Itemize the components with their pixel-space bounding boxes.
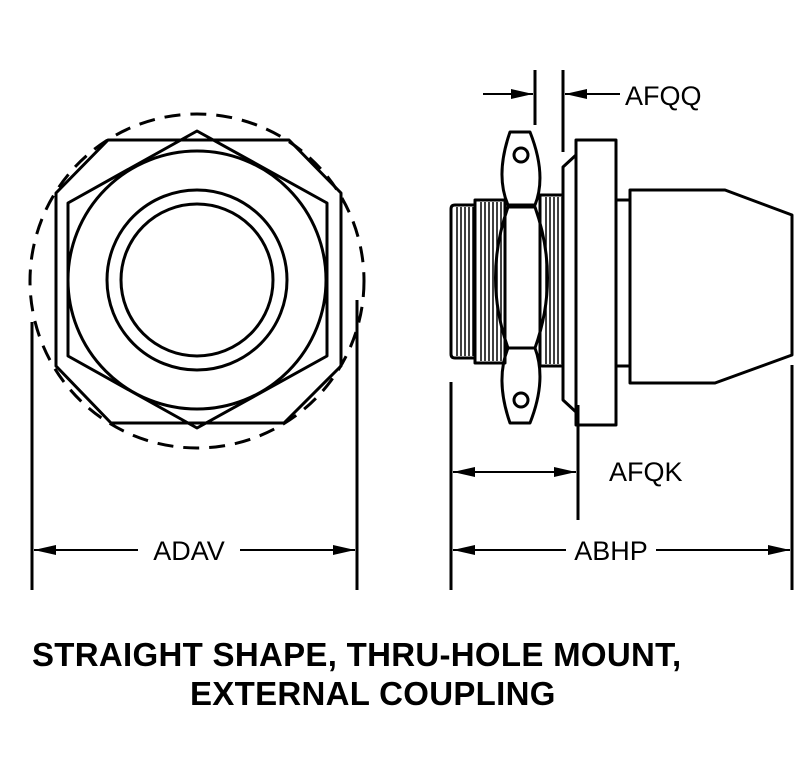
nut-ear-bottom	[500, 346, 542, 425]
thread-end	[449, 203, 477, 360]
dim-label-afqq: AFQQ	[625, 81, 702, 111]
caption-line-1: STRAIGHT SHAPE, THRU-HOLE MOUNT,	[32, 636, 682, 673]
dim-label-adav: ADAV	[153, 536, 225, 566]
front-view: ADAV	[28, 112, 366, 590]
nut-ear-top	[500, 130, 542, 207]
lockwire-hole	[512, 391, 530, 409]
neck	[614, 198, 632, 368]
dim-label-abhp: ABHP	[574, 536, 648, 566]
coupling-outline-dashed	[28, 112, 366, 450]
dim-label-afqk: AFQK	[609, 457, 683, 487]
shell-bore	[119, 202, 275, 358]
caption-line-2: EXTERNAL COUPLING	[190, 675, 556, 712]
side-view: AFQQ AFQK ABHP	[449, 70, 794, 590]
thread-section	[473, 198, 507, 365]
hex-nut	[66, 129, 329, 430]
nut-face-circle	[66, 149, 328, 411]
mounting-flange	[574, 138, 618, 427]
hex-nut-side	[494, 205, 549, 350]
gasket	[561, 153, 578, 414]
flange-outline	[54, 138, 343, 425]
shell-ring	[105, 188, 289, 372]
rear-body	[628, 188, 794, 385]
thread-section-rear	[538, 193, 565, 368]
lockwire-hole	[512, 146, 530, 164]
